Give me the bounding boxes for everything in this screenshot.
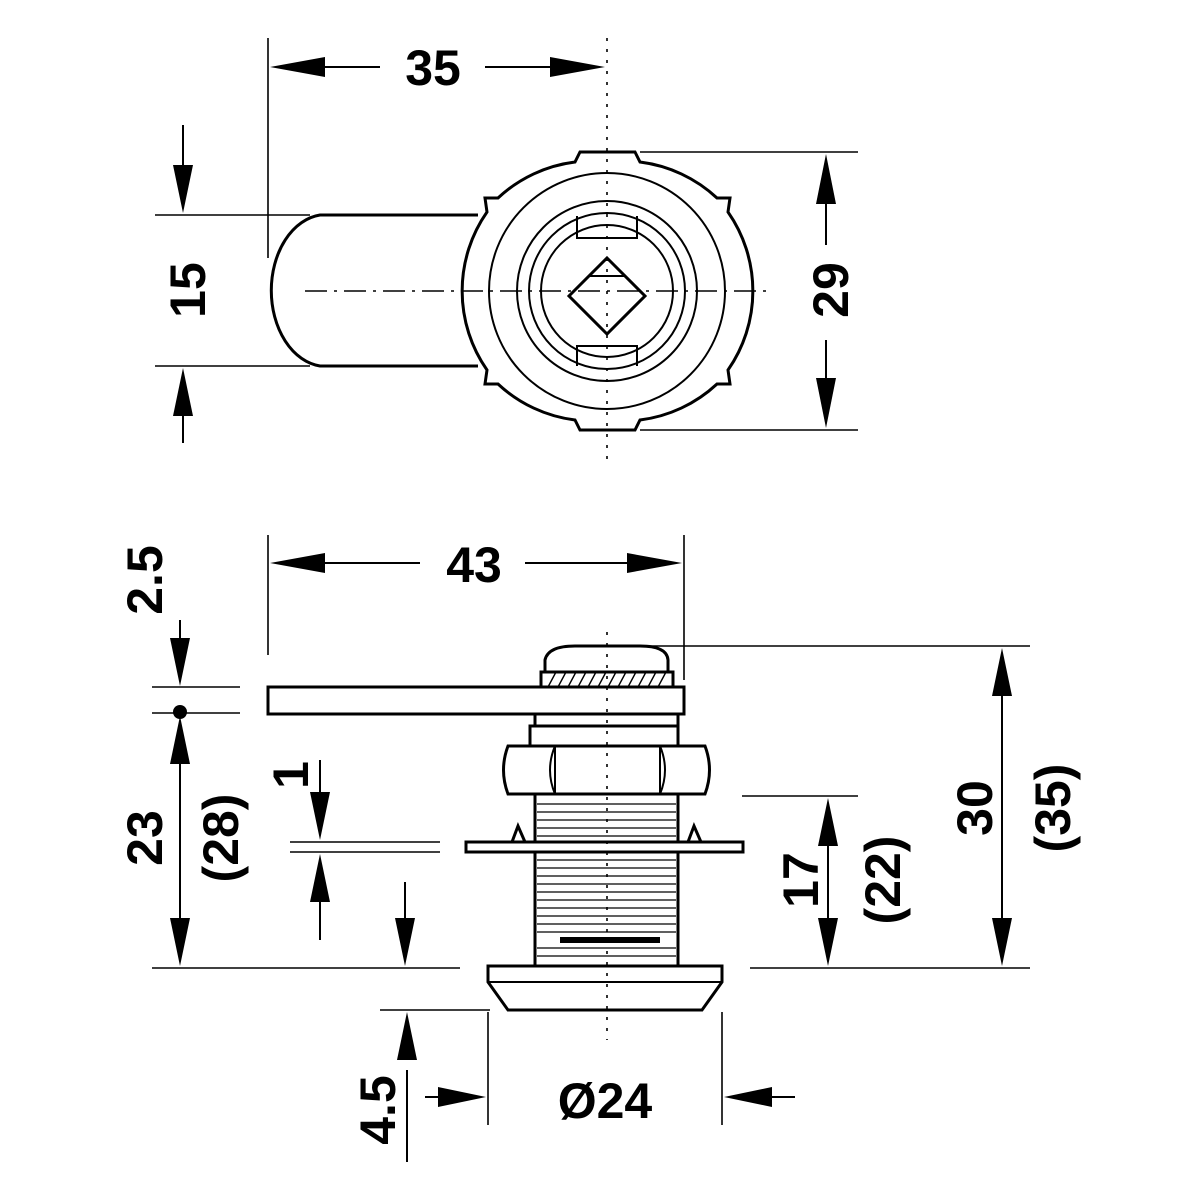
dim-24-arrow-right xyxy=(724,1087,772,1107)
bottom-flange xyxy=(486,964,724,1012)
dim-43-arrow-right xyxy=(627,553,682,573)
dim-25-label: 2.5 xyxy=(117,545,173,615)
dim-15-arrow-bottom xyxy=(173,368,193,416)
dim-35-alt-label: (35) xyxy=(1025,764,1081,853)
dim-17-arrow-bottom xyxy=(818,918,838,966)
dim-30-arrow-top xyxy=(992,648,1012,696)
dim-1-arrow-top xyxy=(310,792,330,840)
dim-35-arrow-right xyxy=(550,57,605,77)
key-square xyxy=(566,255,648,337)
dim-35-arrow-left xyxy=(270,57,325,77)
thread-flat xyxy=(560,937,660,943)
thread-lines xyxy=(537,803,676,957)
dim-17-label: 17 xyxy=(773,852,829,908)
dim-30-label: 30 xyxy=(947,780,1003,836)
dim-24-label: Ø24 xyxy=(558,1073,653,1129)
spring-washer xyxy=(464,840,745,854)
dim-35-label: 35 xyxy=(405,40,461,96)
side-view: 43 2.5 23 (28) 1 17 (22) xyxy=(117,535,1081,1162)
cam-stem-outline xyxy=(269,213,478,368)
washer-tab-right xyxy=(686,822,703,843)
hex-nut-face-curve-l xyxy=(549,745,556,795)
dim-28-label: (28) xyxy=(193,794,249,883)
dim-43-arrow-left xyxy=(270,553,325,573)
hex-nut-face-curve-r xyxy=(659,745,666,795)
top-view: 35 15 29 xyxy=(155,38,859,465)
cap-hatch-ring xyxy=(539,670,675,689)
washer-tab-left xyxy=(510,822,527,843)
dim-15-arrow-top xyxy=(173,165,193,213)
cap-hatch-lines xyxy=(547,671,667,688)
dim-24-arrow-left xyxy=(438,1087,486,1107)
dim-43-label: 43 xyxy=(446,537,502,593)
dim-23-arrow-top xyxy=(170,716,190,764)
dim-15-label: 15 xyxy=(160,262,216,318)
dim-25-dot xyxy=(173,705,187,719)
dim-1-label: 1 xyxy=(263,761,319,789)
dim-30-arrow-bottom xyxy=(992,918,1012,966)
ref-arrow-head xyxy=(395,918,415,966)
cap-dome xyxy=(543,644,670,674)
dim-29-label: 29 xyxy=(803,262,859,318)
dim-23-arrow-bottom xyxy=(170,918,190,966)
dim-45-label: 4.5 xyxy=(350,1075,406,1145)
dim-17-arrow-top xyxy=(818,798,838,846)
dim-23-label: 23 xyxy=(117,810,173,866)
dim-29-arrow-top xyxy=(816,154,836,204)
dim-1-arrow-bottom xyxy=(310,854,330,902)
dim-22-label: (22) xyxy=(855,836,911,925)
cam-plate xyxy=(266,685,686,716)
dim-45-arrow xyxy=(397,1012,417,1060)
dim-29-arrow-bottom xyxy=(816,378,836,428)
neck-lower xyxy=(528,724,680,748)
dim-25-arrow xyxy=(170,638,190,686)
